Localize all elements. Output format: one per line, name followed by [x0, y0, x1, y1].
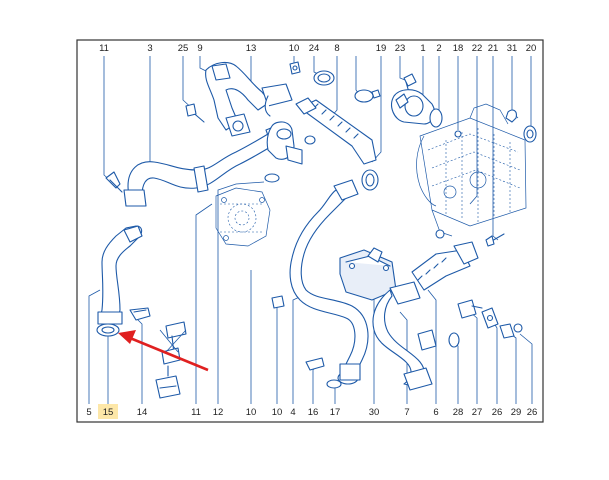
- bottom-label: 6: [433, 407, 438, 418]
- bottom-label: 4: [290, 407, 295, 418]
- bottom-label: 14: [137, 407, 148, 418]
- bottom-label: 17: [330, 407, 341, 418]
- top-label: 23: [395, 43, 406, 54]
- top-label: 13: [246, 43, 257, 54]
- hose-part-7: [372, 281, 437, 391]
- bottom-label: 7: [404, 407, 409, 418]
- top-label: 19: [376, 43, 387, 54]
- hose-part-6: [411, 241, 479, 291]
- clip-part-16: [305, 357, 325, 371]
- bottom-label: 30: [369, 407, 380, 418]
- corrugated-hose-part-8: [295, 97, 377, 165]
- bottom-label: 27: [472, 407, 483, 418]
- top-label: 20: [526, 43, 537, 54]
- seal-ring-part-12: [264, 173, 280, 183]
- bottom-label: 11: [191, 407, 201, 418]
- seal-ring-part-15: [96, 323, 120, 337]
- top-label: 18: [453, 43, 464, 54]
- ring-part-19: [361, 169, 379, 191]
- top-label: 25: [178, 43, 189, 54]
- top-label: 31: [507, 43, 518, 54]
- engine-block-outline: [416, 103, 527, 239]
- bottom-labels: 5 15 14 11 12 10 4 10 16 17 30 7 6 28 27…: [86, 407, 537, 418]
- clip-part-14: [129, 307, 151, 321]
- bolt-part-25: [185, 103, 205, 123]
- top-label: 1: [420, 43, 425, 54]
- seal-part-20: [523, 125, 537, 143]
- bottom-label: 12: [213, 407, 224, 418]
- bottom-label: 10: [272, 407, 283, 418]
- small-fitting-part-10: [289, 61, 301, 75]
- top-label: 10: [289, 43, 300, 54]
- clamp-part-24: [313, 70, 335, 86]
- hose-part-4: [289, 179, 369, 385]
- top-label: 9: [197, 43, 202, 54]
- bolt-part-26b: [513, 323, 523, 333]
- intake-duct-part-9: [205, 61, 271, 137]
- top-label: 21: [488, 43, 499, 54]
- top-label: 8: [334, 43, 339, 54]
- bottom-label: 15: [103, 407, 114, 418]
- small-fitting-part-10c: [304, 135, 316, 145]
- clip-part-31: [505, 109, 517, 123]
- bolt-part-21: [485, 233, 505, 247]
- bolt-part-29: [499, 323, 515, 339]
- small-fitting-part-10b: [271, 295, 285, 309]
- bottom-label: 28: [453, 407, 464, 418]
- clip-part-11: [105, 171, 123, 193]
- valve-part-13: [261, 83, 303, 165]
- top-label: 2: [436, 43, 441, 54]
- red-pointer-arrow: [118, 330, 209, 372]
- bracket-part-27: [457, 299, 483, 319]
- airflow-meter-part-1: [391, 89, 435, 125]
- bottom-label: 29: [511, 407, 522, 418]
- small-part-18: [454, 130, 462, 138]
- bottom-label: 26: [492, 407, 503, 418]
- bottom-label: 16: [308, 407, 319, 418]
- top-label: 22: [472, 43, 483, 54]
- pipe-part-5: [97, 225, 143, 325]
- seal-part-28: [448, 332, 460, 348]
- top-labels: 11 3 25 9 13 10 24 8 19 23 1 2 18 22 21 …: [99, 43, 536, 54]
- top-label: 24: [309, 43, 320, 54]
- seal-part-17: [326, 379, 342, 389]
- bottom-label: 5: [86, 407, 91, 418]
- top-label: 3: [147, 43, 152, 54]
- throttle-body-outline: [215, 187, 271, 247]
- bracket-part-26: [481, 307, 499, 329]
- top-label: 11: [99, 43, 109, 54]
- bottom-label: 26: [527, 407, 538, 418]
- clamp-part-24b: [354, 89, 381, 103]
- seal-part-2: [429, 108, 443, 128]
- highlight-box-15: [98, 404, 118, 419]
- bottom-label: 10: [246, 407, 257, 418]
